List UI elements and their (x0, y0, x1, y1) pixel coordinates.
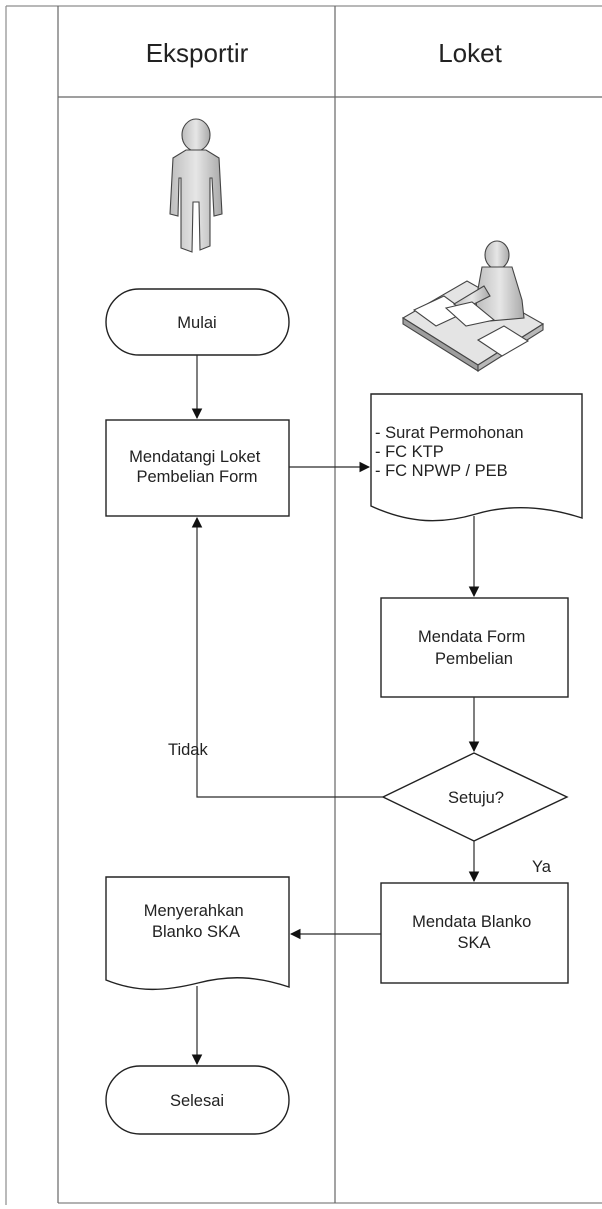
hand-over-line-2: Blanko SKA (152, 923, 240, 941)
approval-decision: Setuju? (381, 752, 569, 842)
visit-counter-process: Mendatangi Loket Pembelian Form (105, 419, 290, 517)
record-blank-process: Mendata Blanko SKA (380, 882, 569, 984)
end-terminator: Selesai (105, 1065, 290, 1135)
yes-branch-label: Ya (532, 858, 552, 876)
hand-over-document: Menyerahkan Blanko SKA (105, 876, 290, 991)
document-item-1: - Surat Permohonan (375, 424, 524, 442)
svg-text:- Surat Permohonan - FC: - Surat Permohonan - FC KTP - FC NPWP / … (375, 424, 528, 480)
svg-text:Mendata Blanko SKA: Mendata Blanko SKA (412, 913, 536, 952)
lane-header-exporter: Eksportir (146, 38, 249, 68)
hand-over-line-1: Menyerahkan (144, 902, 244, 920)
visit-counter-line-1: Mendatangi Loket (129, 448, 261, 466)
record-blank-line-2: SKA (457, 934, 490, 952)
record-form-line-2: Pembelian (435, 650, 513, 668)
document-item-3: - FC NPWP / PEB (375, 462, 508, 480)
record-form-line-1: Mendata Form (418, 628, 525, 646)
end-label: Selesai (170, 1092, 224, 1110)
lane-header-counter: Loket (438, 38, 502, 68)
record-blank-line-1: Mendata Blanko (412, 913, 531, 931)
submitted-documents: - Surat Permohonan - FC KTP - FC NPWP / … (370, 393, 583, 522)
no-branch-label: Tidak (168, 741, 208, 759)
decision-label: Setuju? (448, 789, 504, 807)
clerk-at-desk-icon (401, 240, 545, 372)
svg-text:Menyerahkan Blanko SKA: Menyerahkan Blanko SKA (144, 902, 249, 941)
swimlane-frame (5, 5, 602, 1205)
record-form-process: Mendata Form Pembelian (380, 597, 569, 698)
start-terminator: Mulai (105, 288, 290, 356)
svg-text:Mendata Form Pembelian: Mendata Form Pembelian (418, 628, 530, 668)
svg-text:Mendatangi Loket Pembeli: Mendatangi Loket Pembelian Form (129, 448, 265, 486)
arrow-decision-no-back-to-visit (191, 516, 383, 798)
start-label: Mulai (177, 314, 216, 332)
document-item-2: - FC KTP (375, 443, 444, 461)
person-icon (169, 118, 223, 253)
connectors (191, 355, 480, 1066)
visit-counter-line-2: Pembelian Form (136, 468, 257, 486)
